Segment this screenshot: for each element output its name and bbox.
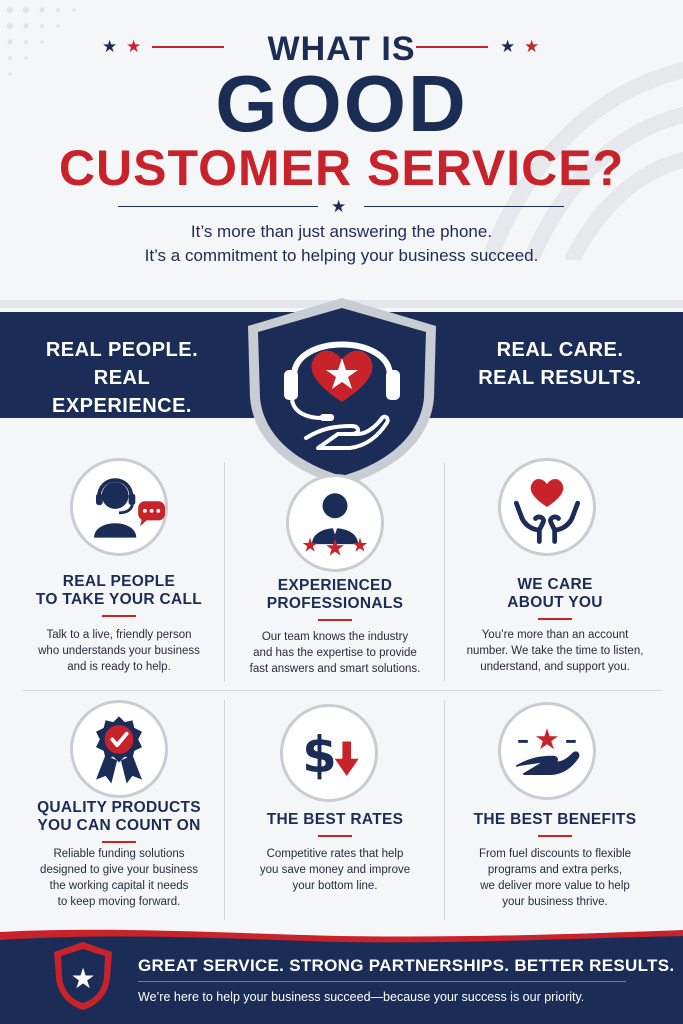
feature-title: EXPERIENCED PROFESSIONALS	[226, 577, 444, 613]
feature-title-line: PROFESSIONALS	[266, 595, 404, 612]
feature-title: REAL PEOPLE TO TAKE YOUR CALL	[10, 573, 228, 609]
red-underline	[318, 835, 352, 837]
desc-line: You’re more than an account	[481, 629, 629, 641]
svg-text:$: $	[302, 726, 337, 784]
feature-icon-circle	[70, 458, 168, 556]
desc-line: and has the expertise to provide	[253, 647, 417, 659]
footer-title: GREAT SERVICE. STRONG PARTNERSHIPS. BETT…	[138, 956, 675, 975]
red-underline	[102, 615, 136, 617]
feature-title-line: THE BEST RATES	[266, 811, 404, 828]
column-divider	[224, 700, 225, 920]
row-divider	[22, 690, 662, 691]
feature-title-line: THE BEST BENEFITS	[473, 811, 637, 828]
feature-icon-circle	[498, 458, 596, 556]
desc-line: Our team knows the industry	[261, 631, 409, 643]
desc-line: who understands your business	[38, 645, 200, 657]
desc-line: number. We take the time to listen,	[466, 645, 644, 657]
dollar-down-icon: $	[302, 726, 359, 784]
title-line-1: WHAT IS	[267, 30, 416, 68]
star-icon: ★	[524, 37, 540, 56]
desc-line: your bottom line.	[292, 880, 378, 892]
red-underline	[538, 835, 572, 837]
footer-divider	[138, 981, 626, 982]
feature-title: QUALITY PRODUCTS YOU CAN COUNT ON	[10, 799, 228, 835]
red-underline	[318, 619, 352, 621]
feature-title: THE BEST RATES	[226, 811, 444, 829]
desc-line: programs and extra perks,	[487, 864, 623, 876]
feature-title-line: ABOUT YOU	[507, 594, 603, 611]
footer-banner	[0, 929, 683, 1024]
star-icon: ★	[331, 197, 347, 216]
column-divider	[444, 700, 445, 920]
svg-text:★: ★	[325, 536, 346, 562]
desc-line: From fuel discounts to flexible	[478, 848, 632, 860]
feature-title-line: TO TAKE YOUR CALL	[35, 591, 203, 608]
banner-left-line-2: REAL EXPERIENCE.	[52, 367, 192, 417]
feature-icon-circle: $	[280, 704, 378, 802]
star-icon: ★	[500, 37, 516, 56]
feature-description: You’re more than an account number. We t…	[446, 627, 664, 675]
star-icon: ★	[102, 37, 118, 56]
subtitle-line-2: It’s a commitment to helping your busine…	[144, 246, 539, 265]
shield-headset-icon	[248, 298, 436, 486]
divider-line	[364, 206, 564, 207]
desc-line: Reliable funding solutions	[53, 848, 185, 860]
feature-icon-circle: ★	[498, 702, 596, 800]
feature-title-line: YOU CAN COUNT ON	[37, 817, 201, 834]
desc-line: your business thrive.	[502, 896, 608, 908]
desc-line: designed to give your business	[40, 864, 198, 876]
feature-title-line: QUALITY PRODUCTS	[37, 799, 201, 816]
svg-text:★: ★	[534, 722, 560, 756]
desc-line: to keep moving forward.	[57, 896, 181, 908]
feature-title-line: EXPERIENCED	[277, 577, 393, 594]
svg-text:★: ★	[70, 962, 95, 995]
divider-line	[152, 46, 224, 48]
banner-left-line-1: REAL PEOPLE.	[45, 339, 199, 361]
feature-icon-circle	[70, 700, 168, 798]
red-underline	[538, 618, 572, 620]
divider-line	[118, 206, 318, 207]
feature-title-line: WE CARE	[517, 576, 593, 593]
banner-left-text: REAL PEOPLE. REAL EXPERIENCE.	[22, 336, 222, 420]
column-divider	[444, 462, 445, 682]
star-icon: ★	[126, 37, 142, 56]
feature-title: WE CARE ABOUT YOU	[446, 576, 664, 612]
banner-right-line-2: REAL RESULTS.	[478, 367, 642, 389]
red-underline	[102, 841, 136, 843]
desc-line: understand, and support you.	[480, 661, 630, 673]
feature-title: THE BEST BENEFITS	[446, 811, 664, 829]
feature-description: Our team knows the industry and has the …	[226, 629, 444, 677]
desc-line: Talk to a live, friendly person	[46, 629, 192, 641]
quality-ribbon-icon	[96, 716, 142, 784]
desc-line: fast answers and smart solutions.	[249, 663, 421, 675]
desc-line: the working capital it needs	[49, 880, 189, 892]
svg-text:★: ★	[351, 534, 368, 557]
feature-title-line: REAL PEOPLE	[62, 573, 176, 590]
decorative-dots	[7, 7, 76, 76]
decorative-flag-swoosh	[485, 62, 683, 260]
feature-description: Talk to a live, friendly person who unde…	[10, 627, 228, 675]
desc-line: you save money and improve	[259, 864, 411, 876]
headset-person-icon	[94, 478, 165, 538]
shield-star-icon: ★	[54, 942, 112, 1010]
banner-right-line-1: REAL CARE.	[496, 339, 624, 361]
divider-line	[416, 46, 488, 48]
professional-stars-icon: ★ ★ ★	[301, 493, 369, 562]
svg-text:★: ★	[301, 534, 318, 557]
feature-description: Reliable funding solutions designed to g…	[10, 846, 228, 910]
desc-line: and is ready to help.	[67, 661, 171, 673]
banner-right-text: REAL CARE. REAL RESULTS.	[460, 336, 660, 392]
desc-line: we deliver more value to help	[480, 880, 630, 892]
feature-description: From fuel discounts to flexible programs…	[446, 846, 664, 910]
title-line-2: GOOD	[215, 59, 468, 148]
feature-icon-circle: ★ ★ ★	[286, 474, 384, 572]
hand-star-icon: ★	[515, 722, 580, 775]
hands-heart-icon	[513, 478, 581, 544]
subtitle-line-1: It’s more than just answering the phone.	[190, 222, 493, 241]
desc-line: Competitive rates that help	[266, 848, 404, 860]
feature-description: Competitive rates that help you save mon…	[226, 846, 444, 894]
footer-subtitle: We’re here to help your business succeed…	[138, 990, 585, 1004]
title-line-3: CUSTOMER SERVICE?	[58, 140, 625, 196]
column-divider	[224, 462, 225, 682]
